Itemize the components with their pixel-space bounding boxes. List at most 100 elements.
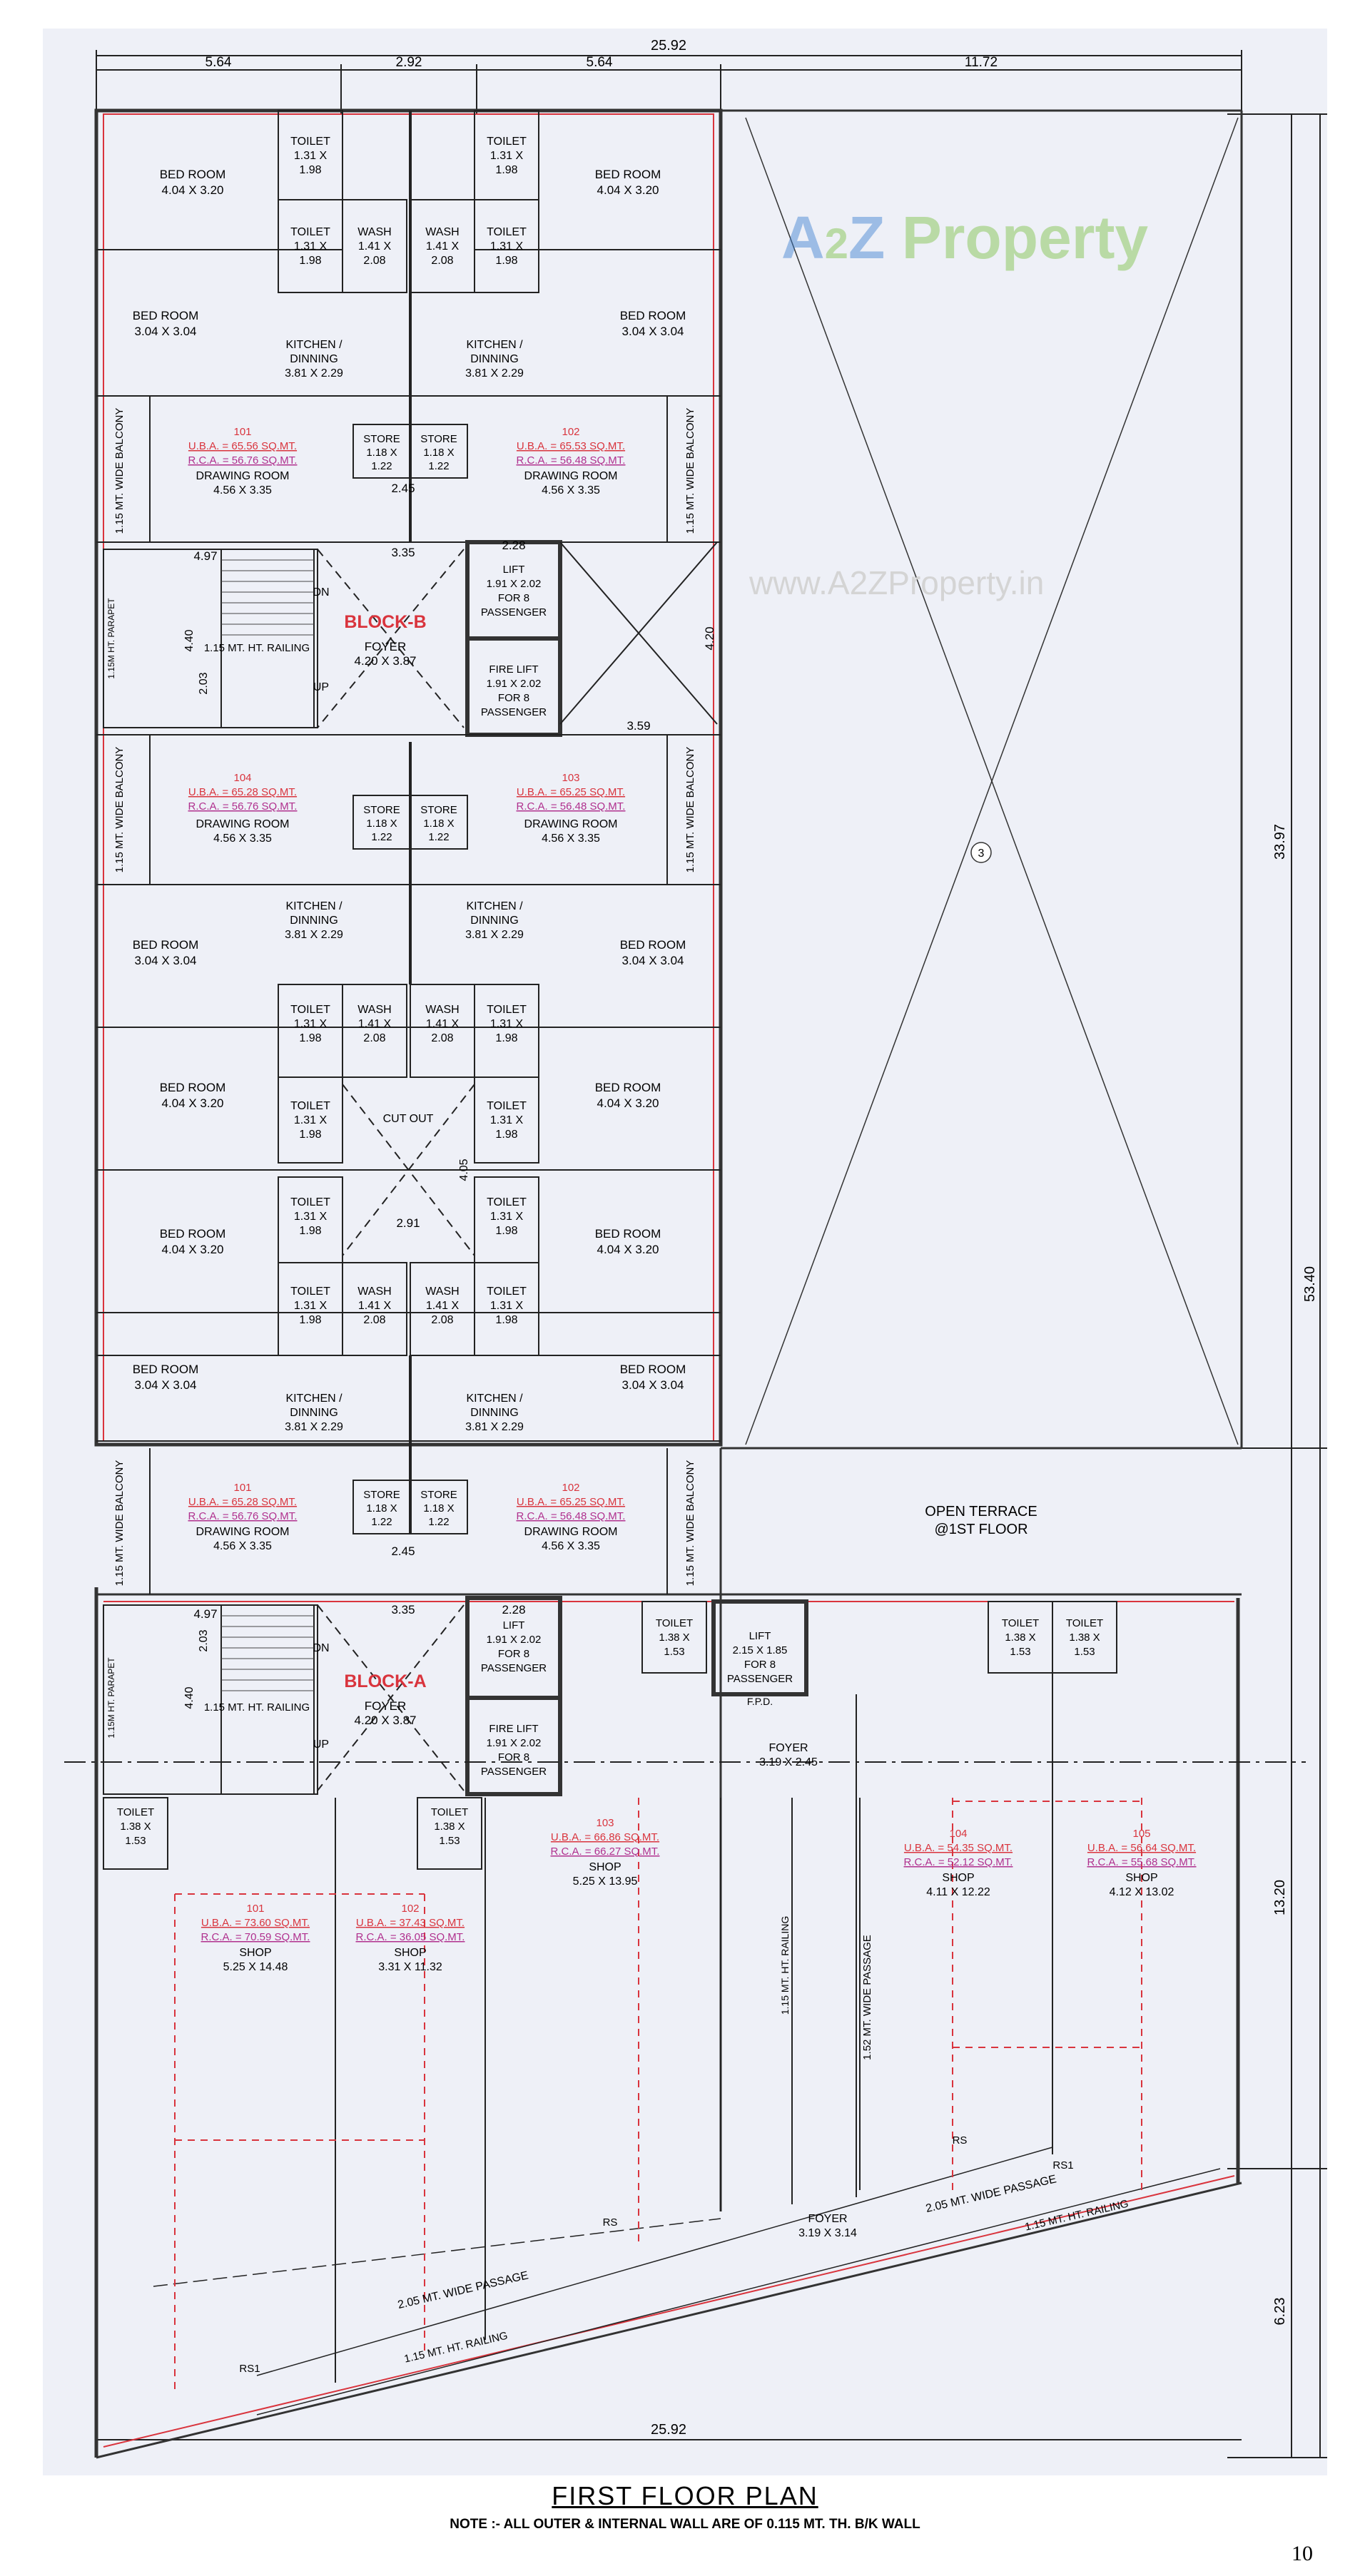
dim-lift-top: 2.45 — [391, 482, 415, 495]
lift-passenger: PASSENGER — [481, 1662, 547, 1674]
shop-label: SHOP — [942, 1872, 974, 1884]
drawing-room-size: 4.56 X 3.35 — [542, 833, 600, 845]
shop-uba: U.B.A. = 73.60 SQ.MT. — [201, 1917, 310, 1929]
toilet-label: TOILET — [290, 1196, 330, 1208]
store-label: STORE — [420, 1489, 457, 1501]
toilet-size: 1.53 — [439, 1835, 460, 1847]
store-label: STORE — [363, 1489, 400, 1501]
block-a-core — [103, 1596, 562, 1796]
toilet-size: 1.53 — [1010, 1646, 1030, 1658]
plan-note: NOTE :- ALL OUTER & INTERNAL WALL ARE OF… — [450, 2517, 920, 2532]
bedroom-size: 4.04 X 3.20 — [162, 1096, 224, 1110]
dim-flight: 2.03 — [198, 1629, 210, 1651]
bedroom-label: BED ROOM — [160, 1081, 226, 1094]
dim-stair-height: 4.40 — [183, 1686, 196, 1709]
toilet-label: TOILET — [290, 1004, 330, 1016]
terrace-void — [745, 117, 1239, 1445]
parapet-label: 1.15M HT. PARAPET — [106, 1657, 116, 1738]
dim-top-d: 11.72 — [965, 55, 998, 70]
fire-lift-label: FIRE LIFT — [489, 1723, 538, 1735]
wash-size: 1.41 X — [426, 1018, 460, 1030]
toilet-size: 1.38 X — [659, 1631, 689, 1644]
watermark-logo-a: A — [781, 204, 825, 271]
kitchen-label: KITCHEN / — [466, 1393, 523, 1405]
shop-number: 105 — [1132, 1828, 1150, 1840]
flat-number: 101 — [233, 1482, 251, 1494]
store-size: 1.22 — [428, 460, 449, 472]
kitchen-label: KITCHEN / — [466, 339, 523, 351]
shop-number: 104 — [949, 1828, 967, 1840]
drawing-room-size: 4.56 X 3.35 — [213, 1540, 272, 1552]
toilet-label: TOILET — [487, 136, 527, 148]
rs-label: RS — [603, 2216, 618, 2229]
toilet-label: TOILET — [487, 1196, 527, 1208]
toilet-size: 1.31 X — [294, 1300, 328, 1312]
toilet-size: 1.53 — [125, 1835, 146, 1847]
kitchen-size: 3.81 X 2.29 — [465, 367, 524, 380]
shop-number: 102 — [401, 1903, 419, 1915]
block-b-walls — [96, 110, 721, 543]
wash-label: WASH — [425, 226, 459, 238]
toilet-size: 1.53 — [664, 1646, 684, 1658]
bedroom-size: 4.04 X 3.20 — [597, 1243, 659, 1256]
toilet-size: 1.31 X — [490, 150, 524, 162]
wash-label: WASH — [357, 1004, 391, 1016]
toilet-size: 1.53 — [1074, 1646, 1095, 1658]
flat-number: 104 — [233, 772, 251, 784]
kitchen-size: 3.81 X 2.29 — [285, 367, 343, 380]
bedroom-size: 4.04 X 3.20 — [597, 183, 659, 197]
block-a-title: BLOCK-A — [344, 1671, 426, 1691]
toilet-size: 1.31 X — [490, 240, 524, 253]
flat-rca: R.C.A. = 56.48 SQ.MT. — [517, 800, 626, 813]
open-terrace-label: OPEN TERRACE — [925, 1504, 1037, 1519]
lift-capacity: FOR 8 — [498, 1648, 529, 1660]
toilet-label: TOILET — [487, 1286, 527, 1298]
shop-rca: R.C.A. = 55.68 SQ.MT. — [1087, 1856, 1197, 1868]
watermark-url: www.A2ZProperty.in — [749, 564, 1045, 601]
drawing-sheet — [43, 29, 1327, 2475]
kitchen-label: KITCHEN / — [466, 900, 523, 912]
toilet-label: TOILET — [487, 226, 527, 238]
wash-size: 1.41 X — [358, 1300, 392, 1312]
balcony-label: 1.15 MT. WIDE BALCONY — [113, 747, 126, 873]
toilet-label: TOILET — [290, 226, 330, 238]
railing-label: 1.15 MT. HT. RAILING — [779, 1916, 791, 2015]
dim-open-width: 3.59 — [626, 719, 650, 733]
flat-rca: R.C.A. = 56.76 SQ.MT. — [188, 1510, 298, 1522]
kitchen-label-2: DINNING — [290, 915, 338, 927]
wash-label: WASH — [425, 1004, 459, 1016]
store-size: 1.18 X — [423, 447, 454, 459]
store-size: 1.18 X — [366, 447, 397, 459]
dim-top-total: 25.92 — [651, 38, 686, 54]
balcony-label: 1.15 MT. WIDE BALCONY — [684, 747, 696, 873]
dim-lift-top: 2.45 — [391, 1544, 415, 1558]
wash-size: 2.08 — [431, 1032, 453, 1044]
drawing-room-label: DRAWING ROOM — [524, 818, 618, 830]
toilet-size: 1.31 X — [294, 1018, 328, 1030]
toilet-size: 1.98 — [495, 1225, 517, 1237]
kitchen-label-2: DINNING — [470, 353, 519, 365]
drawing-room-label: DRAWING ROOM — [196, 818, 290, 830]
shop-label: SHOP — [239, 1947, 271, 1959]
toilet-size: 1.98 — [495, 255, 517, 267]
drawing-room-size: 4.56 X 3.35 — [542, 484, 600, 497]
foyer-label: FOYER — [768, 1742, 808, 1754]
shop-rca: R.C.A. = 52.12 SQ.MT. — [904, 1856, 1013, 1868]
store-size: 1.22 — [428, 1516, 449, 1528]
wash-size: 1.41 X — [426, 240, 460, 253]
plan-title: FIRST FLOOR PLAN — [552, 2481, 818, 2510]
lift-size: 1.91 X 2.02 — [487, 1634, 542, 1646]
wash-size: 2.08 — [363, 1032, 385, 1044]
flat-uba: U.B.A. = 65.28 SQ.MT. — [188, 786, 297, 798]
dim-top-b: 2.92 — [396, 55, 422, 70]
store-size: 1.18 X — [423, 818, 454, 830]
bedroom-label: BED ROOM — [595, 1081, 661, 1094]
shop-size: 4.11 X 12.22 — [926, 1886, 990, 1898]
kitchen-size: 3.81 X 2.29 — [285, 1421, 343, 1433]
toilet-size: 1.98 — [299, 1225, 321, 1237]
shop-uba: U.B.A. = 37.43 SQ.MT. — [356, 1917, 465, 1929]
shop-size: 4.12 X 13.02 — [1110, 1886, 1174, 1898]
dim-lift-well: 2.28 — [502, 1603, 525, 1617]
block-a-walls — [96, 1355, 721, 1594]
dim-flight: 2.03 — [198, 672, 210, 694]
